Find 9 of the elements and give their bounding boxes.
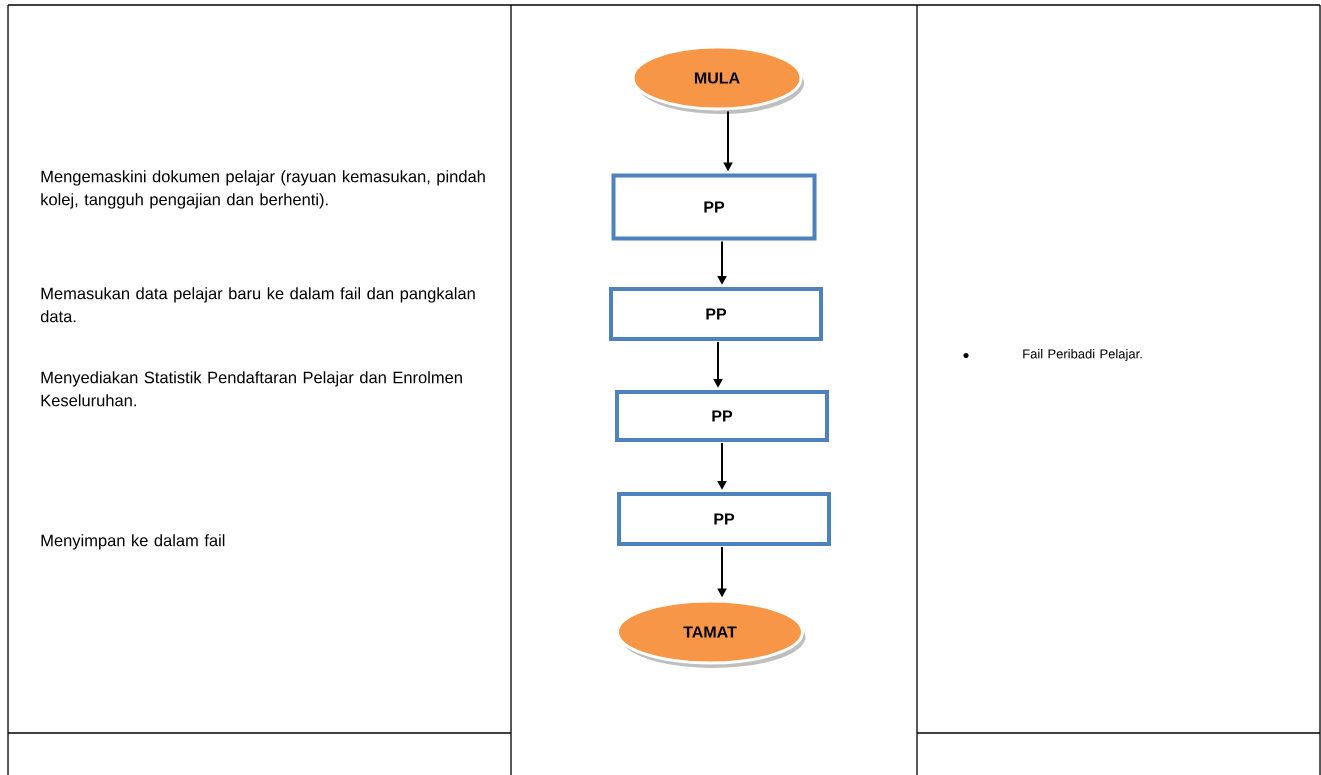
description-text: Mengemaskini dokumen pelajar (rayuan kemasukan, pindah kolej, tangguh pengajian dan berhenti). <box>41 170 485 209</box>
description-text: Menyimpan ke dalam fail <box>41 534 225 550</box>
process-box: PP <box>609 287 823 341</box>
description-text: Memasukan data pelajar baru ke dalam fail dan pangkalan data. <box>40 287 475 323</box>
process-box: PP <box>615 390 829 442</box>
process-box: PP <box>617 492 831 546</box>
description-text: Menyediakan Statistik Pendaftaran Pelajar dan Enrolmen Keseluruhan. <box>41 371 462 407</box>
process-box: PP <box>611 173 817 241</box>
list-item: Fail Peribadi Pelajar. <box>1023 348 1142 362</box>
